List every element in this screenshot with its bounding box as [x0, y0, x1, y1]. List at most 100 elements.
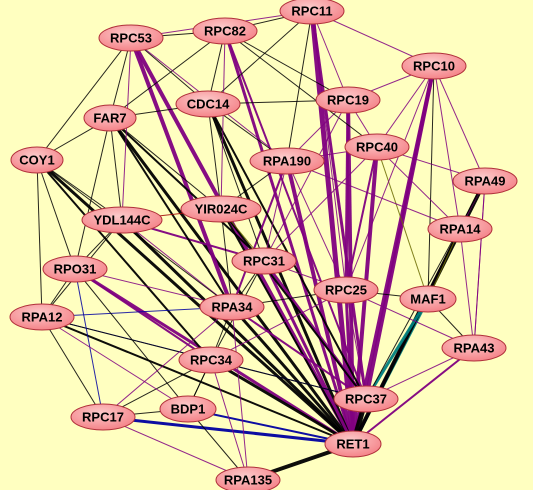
node-ellipse[interactable]: [315, 86, 381, 114]
node-rpc53[interactable]: RPC53: [98, 24, 164, 52]
edge-rpc10-rpa49: [433, 65, 486, 182]
edge-coy1-rpc53: [36, 37, 132, 161]
node-label: RPA34: [212, 300, 254, 315]
edge-far7-rpo31: [74, 117, 111, 270]
node-label: YIR024C: [195, 202, 248, 217]
node-ellipse[interactable]: [452, 167, 518, 195]
node-ellipse[interactable]: [401, 52, 467, 80]
node-ellipse[interactable]: [344, 133, 410, 161]
node-ellipse[interactable]: [178, 346, 244, 374]
node-rpc11[interactable]: RPC11: [279, 0, 345, 25]
edge-rpc19-rpc31: [263, 99, 349, 262]
node-ellipse[interactable]: [70, 403, 136, 431]
node-rpc10[interactable]: RPC10: [401, 52, 467, 80]
node-label: RPC11: [291, 4, 332, 19]
node-far7[interactable]: FAR7: [83, 104, 137, 132]
node-ellipse[interactable]: [399, 285, 457, 313]
node-ellipse[interactable]: [231, 247, 297, 275]
node-ellipse[interactable]: [175, 90, 241, 118]
node-ellipse[interactable]: [199, 293, 265, 321]
node-rpc40[interactable]: RPC40: [344, 133, 410, 161]
node-ellipse[interactable]: [10, 146, 64, 174]
node-ellipse[interactable]: [333, 385, 399, 413]
node-rpc31[interactable]: RPC31: [231, 247, 297, 275]
edge-maf1-rpc37: [364, 298, 430, 400]
node-ellipse[interactable]: [441, 334, 507, 362]
edge-yir024c-ret1: [220, 208, 354, 445]
node-rpc82[interactable]: RPC82: [192, 17, 258, 45]
edge-far7-yir024c: [109, 117, 222, 210]
edge-yir024c-rpc37: [220, 208, 367, 400]
node-rpo31[interactable]: RPO31: [42, 255, 108, 283]
node-rpc37[interactable]: RPC37: [333, 385, 399, 413]
edge-rpc40-maf1: [376, 146, 429, 300]
edge-far7-rpa34: [109, 117, 233, 308]
node-ellipse[interactable]: [83, 104, 137, 132]
node-ellipse[interactable]: [324, 430, 382, 458]
edge-rpc34-rpc25: [210, 289, 347, 361]
node-rpc25[interactable]: RPC25: [313, 276, 379, 304]
edge-yir024c-rpa34: [220, 208, 233, 308]
node-ellipse[interactable]: [9, 303, 75, 331]
node-coy1[interactable]: COY1: [10, 146, 64, 174]
edge-rpc53-ydl144c: [121, 37, 132, 221]
node-cdc14[interactable]: CDC14: [175, 90, 241, 118]
edge-far7-ret1: [108, 117, 355, 445]
edge-rpa135-rpc34: [210, 359, 249, 481]
edge-coy1-rpo31: [36, 159, 76, 270]
node-ellipse[interactable]: [81, 206, 163, 234]
edge-coy1-rpa34: [36, 159, 233, 308]
node-ellipse[interactable]: [192, 17, 258, 45]
edge-rpa190-rpc25: [286, 160, 347, 291]
node-label: RPC40: [356, 140, 398, 155]
node-rpa43[interactable]: RPA43: [441, 334, 507, 362]
node-ydl144c[interactable]: YDL144C: [81, 206, 163, 234]
node-label: RPC17: [82, 410, 124, 425]
node-rpc17[interactable]: RPC17: [70, 403, 136, 431]
edge-rpa12-bdp1: [41, 316, 189, 410]
edge-rpo31-bdp1: [74, 268, 189, 410]
node-rpa14[interactable]: RPA14: [427, 215, 493, 243]
edge-coy1-rpa12: [36, 159, 43, 318]
node-ellipse[interactable]: [279, 0, 345, 25]
node-ellipse[interactable]: [159, 395, 217, 423]
edge-rpa43-rpa14: [459, 228, 475, 349]
node-label: YDL144C: [93, 213, 151, 228]
edge-rpa34-rpc37: [231, 306, 367, 400]
node-bdp1[interactable]: BDP1: [159, 395, 217, 423]
node-ellipse[interactable]: [42, 255, 108, 283]
node-label: RET1: [336, 437, 369, 452]
node-label: RPC82: [204, 24, 246, 39]
edge-rpc19-rpc25: [344, 99, 350, 291]
node-ellipse[interactable]: [180, 195, 262, 223]
node-rpa49[interactable]: RPA49: [452, 167, 518, 195]
node-ellipse[interactable]: [313, 276, 379, 304]
node-ellipse[interactable]: [98, 24, 164, 52]
edge-rpa190-rpa34: [231, 160, 288, 308]
node-label: RPA49: [465, 174, 506, 189]
node-maf1[interactable]: MAF1: [399, 285, 457, 313]
node-rpa34[interactable]: RPA34: [199, 293, 265, 321]
node-rpa12[interactable]: RPA12: [9, 303, 75, 331]
edge-cdc14-yir024c: [207, 103, 222, 210]
node-rpa135[interactable]: RPA135: [215, 466, 281, 490]
edge-rpa12-rpc34: [41, 316, 212, 361]
node-rpc19[interactable]: RPC19: [315, 86, 381, 114]
node-label: RPA135: [224, 473, 272, 488]
node-ellipse[interactable]: [215, 466, 281, 490]
node-label: RPC34: [190, 353, 233, 368]
node-label: RPA190: [263, 154, 311, 169]
node-ret1[interactable]: RET1: [324, 430, 382, 458]
node-rpc34[interactable]: RPC34: [178, 346, 244, 374]
node-label: RPC25: [325, 283, 367, 298]
node-ellipse[interactable]: [249, 147, 325, 175]
node-ellipse[interactable]: [427, 215, 493, 243]
node-yir024c[interactable]: YIR024C: [180, 195, 262, 223]
edge-cdc14-rpc31: [207, 103, 265, 262]
edge-ydl144c-ret1: [120, 218, 355, 446]
edge-rpc53-rpa34: [129, 37, 234, 308]
edge-rpc82-far7: [109, 30, 226, 119]
node-label: COY1: [19, 153, 54, 168]
node-rpa190[interactable]: RPA190: [249, 147, 325, 175]
edge-rpc11-rpc37: [310, 10, 368, 400]
